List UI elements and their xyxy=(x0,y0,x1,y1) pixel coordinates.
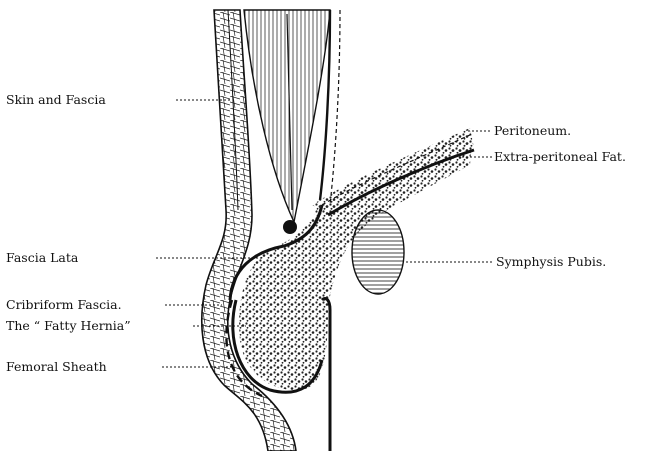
label-fascia-lata: Fascia Lata xyxy=(6,250,79,265)
label-cribriform-fascia: Cribriform Fascia. xyxy=(6,297,122,312)
label-fatty-hernia: The “ Fatty Hernia” xyxy=(6,318,131,333)
muscle-wedge xyxy=(244,10,330,234)
vessel-dot xyxy=(283,220,297,234)
fatty-hernia-sac xyxy=(230,140,472,392)
label-peritoneum: Peritoneum. xyxy=(494,123,571,138)
label-extra-peritoneal-fat: Extra-peritoneal Fat. xyxy=(494,149,626,164)
label-skin-and-fascia: Skin and Fascia xyxy=(6,92,106,107)
label-femoral-sheath: Femoral Sheath xyxy=(6,359,107,374)
symphysis-pubis-shape xyxy=(352,210,404,294)
label-symphysis-pubis: Symphysis Pubis. xyxy=(496,254,606,269)
